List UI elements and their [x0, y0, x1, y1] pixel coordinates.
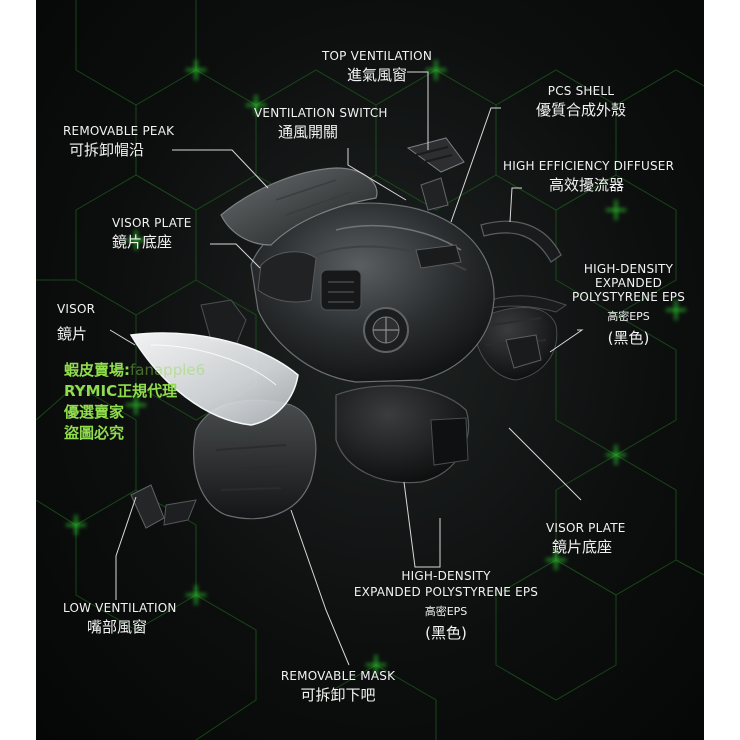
label-visor: VISOR 鏡片	[57, 302, 95, 343]
watermark-line1: 蝦皮賣場:	[64, 361, 130, 379]
label-en: VISOR PLATE	[112, 216, 192, 230]
label-ventilation-switch: VENTILATION SWITCH 通風開關	[254, 106, 388, 141]
diagram-artwork	[36, 0, 704, 740]
label-zh: 優質合成外殼	[535, 101, 626, 119]
label-zh: 鏡片底座	[552, 538, 613, 556]
watermark-handle: fanapple6	[130, 361, 206, 379]
label-en: TOP VENTILATION	[322, 49, 432, 63]
label-visor-plate-right: VISOR PLATE 鏡片底座	[546, 521, 626, 556]
label-visor-plate-left: VISOR PLATE 鏡片底座	[112, 216, 192, 251]
label-en: PCS SHELL	[547, 84, 615, 98]
label-low-ventilation: LOW VENTILATION 嘴部風窗	[63, 601, 177, 636]
label-zh: 鏡片底座	[112, 233, 173, 251]
label-zh: 通風開關	[278, 123, 339, 141]
product-diagram: TOP VENTILATION 進氣風窗 PCS SHELL 優質合成外殼 VE…	[36, 0, 704, 740]
label-en-line1: HIGH-DENSITY	[583, 262, 674, 276]
helmet-shell	[250, 202, 495, 383]
watermark-line4: 盜圖必究	[64, 424, 125, 442]
label-zh: 高效擾流器	[549, 176, 625, 194]
label-removable-mask: REMOVABLE MASK 可拆卸下吧	[253, 669, 423, 704]
grid-glow-points	[66, 60, 686, 675]
label-pcs-shell: PCS SHELL 優質合成外殼	[506, 84, 656, 119]
label-zh: 可拆卸帽沿	[69, 141, 145, 159]
label-en: VISOR PLATE	[546, 521, 626, 535]
label-en: VENTILATION SWITCH	[254, 106, 388, 120]
seller-watermark: 蝦皮賣場:fanapple6 RYMIC正規代理 優選賣家 盜圖必究	[64, 360, 205, 444]
diffuser-part	[480, 220, 568, 313]
label-high-efficiency-diffuser: HIGH EFFICIENCY DIFFUSER 高效擾流器	[503, 159, 674, 194]
label-en-line2: EXPANDED	[594, 276, 663, 290]
label-en: REMOVABLE MASK	[280, 669, 396, 683]
label-zh: 可拆卸下吧	[300, 686, 376, 704]
top-vent-part	[406, 137, 465, 211]
clear-visor-part	[129, 332, 299, 426]
removable-peak-part	[220, 167, 378, 246]
label-zh-color: (黑色)	[607, 329, 650, 347]
label-eps-bottom: HIGH-DENSITY EXPANDED POLYSTYRENE EPS 高密…	[346, 569, 546, 642]
label-zh: 嘴部風窗	[87, 618, 148, 636]
low-vent-part	[130, 484, 197, 529]
leader-lines	[109, 71, 584, 666]
label-top-ventilation: TOP VENTILATION 進氣風窗	[282, 49, 472, 84]
label-en-line2: EXPANDED POLYSTYRENE EPS	[353, 585, 539, 599]
label-removable-peak: REMOVABLE PEAK 可拆卸帽沿	[63, 124, 174, 159]
label-zh: 高密EPS	[607, 310, 650, 323]
label-en: HIGH EFFICIENCY DIFFUSER	[503, 159, 675, 173]
label-eps-right: HIGH-DENSITY EXPANDED POLYSTYRENE EPS 高密…	[566, 262, 691, 347]
watermark-line3: 優選賣家	[64, 403, 125, 421]
label-zh: 進氣風窗	[346, 66, 407, 84]
label-en: VISOR	[57, 302, 96, 316]
visor-plate-part	[200, 251, 317, 346]
label-en-line3: POLYSTYRENE EPS	[571, 290, 686, 304]
label-zh: 鏡片	[57, 325, 88, 343]
label-zh-color: (黑色)	[425, 624, 467, 642]
watermark-line2: RYMIC正規代理	[64, 382, 178, 400]
removable-mask-part	[193, 334, 542, 520]
label-en-line1: HIGH-DENSITY	[401, 569, 491, 583]
label-en: LOW VENTILATION	[63, 601, 177, 615]
label-en: REMOVABLE PEAK	[63, 124, 175, 138]
label-zh: 高密EPS	[424, 605, 468, 618]
